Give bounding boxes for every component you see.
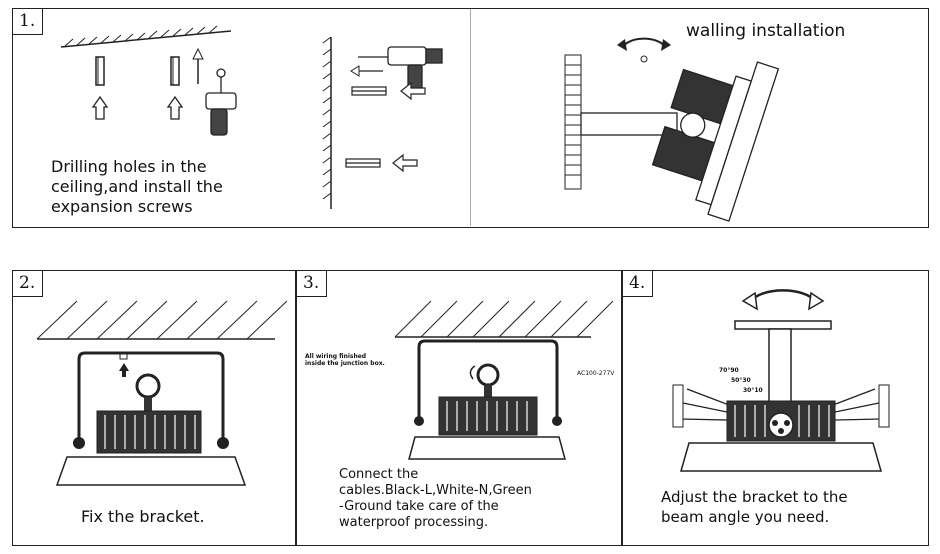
- angle-label-1: 70°90: [719, 367, 739, 374]
- fix-bracket-illustration: [36, 300, 288, 486]
- caption-fix-bracket: Fix the bracket.: [81, 507, 205, 526]
- drilling-illustration: [60, 25, 780, 222]
- adjust-angle-illustration: [672, 289, 890, 472]
- panel-step-4: 4. 70°90 50°30 30°10 Adjust th: [622, 270, 929, 546]
- step-number-2: 2.: [13, 271, 44, 297]
- label-voltage: AC100-277V: [577, 370, 615, 377]
- wiring-illustration: [394, 300, 614, 460]
- step-number-1: 1.: [13, 9, 44, 35]
- step-number-4: 4.: [623, 271, 654, 297]
- panel-step-2: 2. Fix the bracket.: [12, 270, 296, 546]
- step-number-3: 3.: [297, 271, 328, 297]
- angle-label-2: 50°30: [731, 377, 751, 384]
- panel-step-3: 3. All wiring finished inside the juncti…: [296, 270, 622, 546]
- note-wiring-junction-box: All wiring finished inside the junction …: [305, 353, 385, 367]
- caption-walling-installation: walling installation: [686, 21, 846, 41]
- caption-adjust-bracket: Adjust the bracket to the beam angle you…: [661, 488, 848, 526]
- panel-step-1: 1.: [12, 8, 929, 228]
- panel-divider: [470, 9, 471, 226]
- angle-label-3: 30°10: [743, 387, 763, 394]
- caption-drilling: Drilling holes in the ceiling,and instal…: [51, 157, 223, 216]
- caption-connect-cables: Connect the cables.Black-L,White-N,Green…: [339, 467, 532, 530]
